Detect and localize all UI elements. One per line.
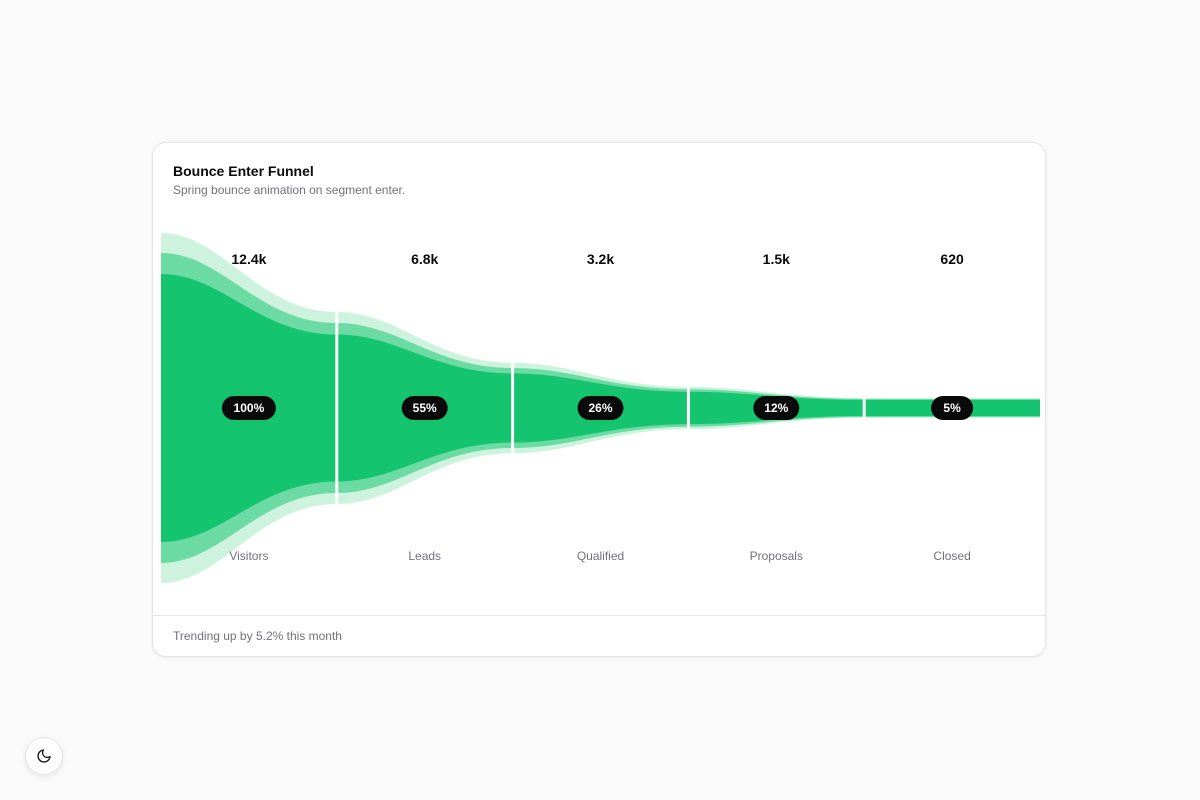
percent-badge-proposals: 12% xyxy=(753,396,800,420)
stage-label-leads: Leads xyxy=(408,549,441,563)
card-subtitle: Spring bounce animation on segment enter… xyxy=(173,183,406,197)
value-label-closed: 620 xyxy=(940,251,964,267)
stage-label-proposals: Proposals xyxy=(750,549,803,563)
percent-label: 12% xyxy=(764,401,788,415)
value-label-proposals: 1.5k xyxy=(763,251,790,267)
percent-badge-qualified: 26% xyxy=(577,396,624,420)
funnel-card: Bounce Enter Funnel Spring bounce animat… xyxy=(152,142,1046,657)
value-label-qualified: 3.2k xyxy=(587,251,614,267)
value-label-leads: 6.8k xyxy=(411,251,438,267)
percent-badges: 100% 55% 26% 12% 5% xyxy=(221,396,974,420)
card-title: Bounce Enter Funnel xyxy=(173,163,314,179)
percent-badge-bg xyxy=(931,396,974,420)
segment-separator xyxy=(335,203,339,616)
stage-label-visitors: Visitors xyxy=(229,549,268,563)
percent-badge-closed: 5% xyxy=(931,396,974,420)
moon-icon xyxy=(36,748,52,764)
segment-separator xyxy=(862,203,866,616)
card-footer: Trending up by 5.2% this month xyxy=(153,615,1045,656)
segment-separators xyxy=(335,203,866,616)
percent-label: 55% xyxy=(413,401,437,415)
percent-label: 5% xyxy=(943,401,961,415)
percent-badge-bg xyxy=(401,396,448,420)
percent-badge-bg xyxy=(753,396,800,420)
footer-trend-text: Trending up by 5.2% this month xyxy=(173,629,342,643)
percent-badge-bg xyxy=(577,396,624,420)
card-header: Bounce Enter Funnel Spring bounce animat… xyxy=(173,162,405,198)
value-label-visitors: 12.4k xyxy=(231,251,266,267)
stage-label-closed: Closed xyxy=(933,549,970,563)
percent-badge-visitors: 100% xyxy=(221,396,276,420)
value-labels: 12.4k 6.8k 3.2k 1.5k 620 xyxy=(231,251,964,267)
stage-label-qualified: Qualified xyxy=(577,549,624,563)
funnel-chart: 12.4k 6.8k 3.2k 1.5k 620 100% 55% 26% 12% 5% Vis… xyxy=(161,203,1040,616)
segment-separator xyxy=(511,203,515,616)
segment-separator xyxy=(686,203,690,616)
percent-label: 100% xyxy=(234,401,265,415)
stage-labels: Visitors Leads Qualified Proposals Closed xyxy=(229,549,970,563)
percent-badge-leads: 55% xyxy=(401,396,448,420)
percent-label: 26% xyxy=(588,401,612,415)
theme-toggle-button[interactable] xyxy=(25,737,63,775)
percent-badge-bg xyxy=(221,396,276,420)
